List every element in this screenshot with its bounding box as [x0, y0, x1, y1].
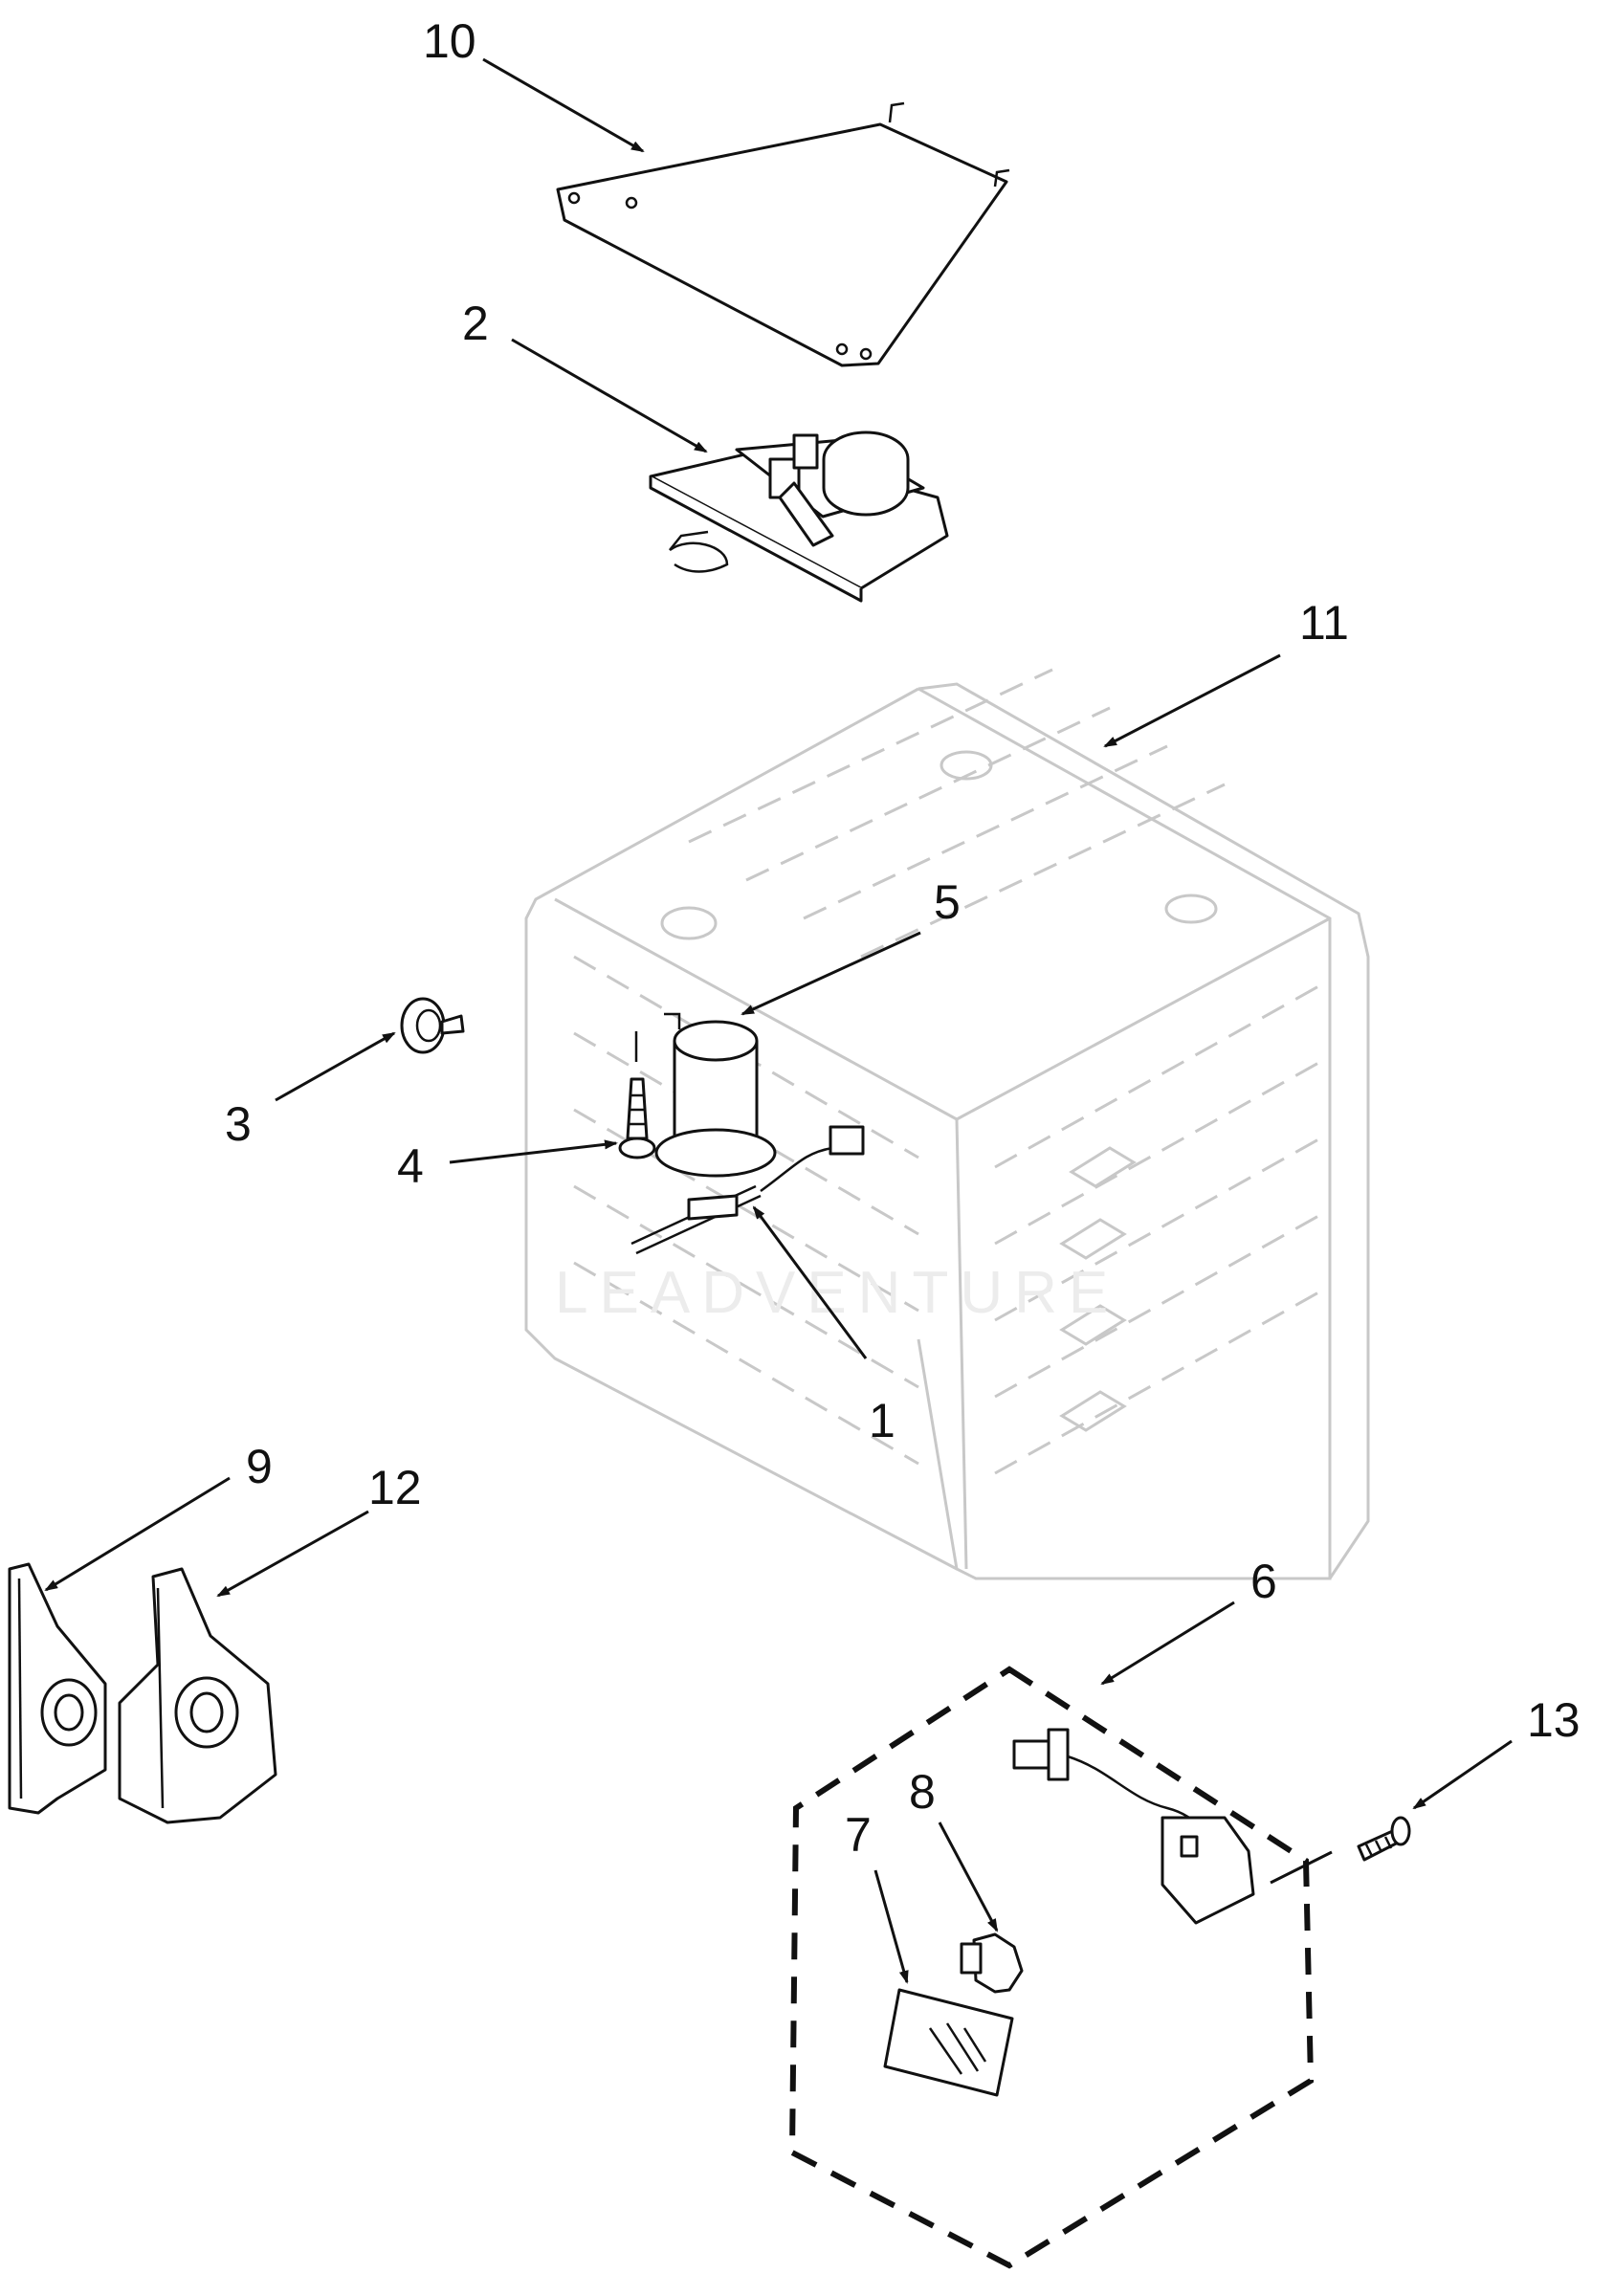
leader-9: [44, 1476, 231, 1592]
leader-10: [482, 57, 645, 153]
leader-2: [511, 338, 708, 453]
part-1-oven-sensor: [630, 1125, 865, 1255]
callout-8: 8: [909, 1765, 936, 1819]
part-12-hinge-right: [118, 1567, 277, 1824]
leader-11: [1103, 653, 1281, 748]
leader-5: [741, 931, 921, 1016]
callout-13: 13: [1527, 1693, 1581, 1747]
leader-1: [752, 1205, 868, 1359]
callout-7: 7: [845, 1808, 872, 1862]
leader-4: [449, 1139, 618, 1164]
leader-arrows: [44, 57, 1513, 1984]
part-6-light-kit-outline: [788, 1666, 1315, 2269]
leader-7: [873, 1869, 909, 1984]
callout-3: 3: [225, 1097, 252, 1151]
callout-labels: 10 2 11 5 3 4 1 9 12 6 13 8 7: [225, 14, 1581, 1862]
callout-10: 10: [423, 14, 476, 68]
callout-11: 11: [1299, 596, 1349, 650]
callout-12: 12: [368, 1461, 422, 1514]
leader-13: [1412, 1739, 1513, 1810]
leader-8: [938, 1821, 999, 1932]
part-10-mounting-plate: [556, 101, 1010, 367]
part-5-light-housing: [634, 1012, 777, 1178]
part-2-door-latch: [649, 430, 949, 603]
part-7-lens: [883, 1988, 1014, 2097]
callout-6: 6: [1250, 1555, 1277, 1608]
part-9-hinge-left: [8, 1562, 107, 1815]
leader-12: [216, 1510, 369, 1598]
leader-6: [1100, 1601, 1235, 1686]
part-8-light-bulb: [960, 1932, 1024, 1994]
part-4-screw: [618, 1077, 656, 1159]
callout-1: 1: [869, 1394, 895, 1447]
callout-4: 4: [397, 1139, 424, 1193]
part-13-screw: [1270, 1816, 1411, 1885]
callout-5: 5: [934, 875, 961, 929]
oven-cavity: [524, 668, 1370, 1580]
part-3-bumper: [400, 997, 465, 1054]
callout-2: 2: [462, 297, 489, 350]
kit-switch-harness: [1012, 1728, 1255, 1925]
watermark-text: LEADVENTURE: [555, 1260, 1119, 1326]
leader-3: [275, 1031, 396, 1102]
callout-9: 9: [246, 1440, 273, 1493]
